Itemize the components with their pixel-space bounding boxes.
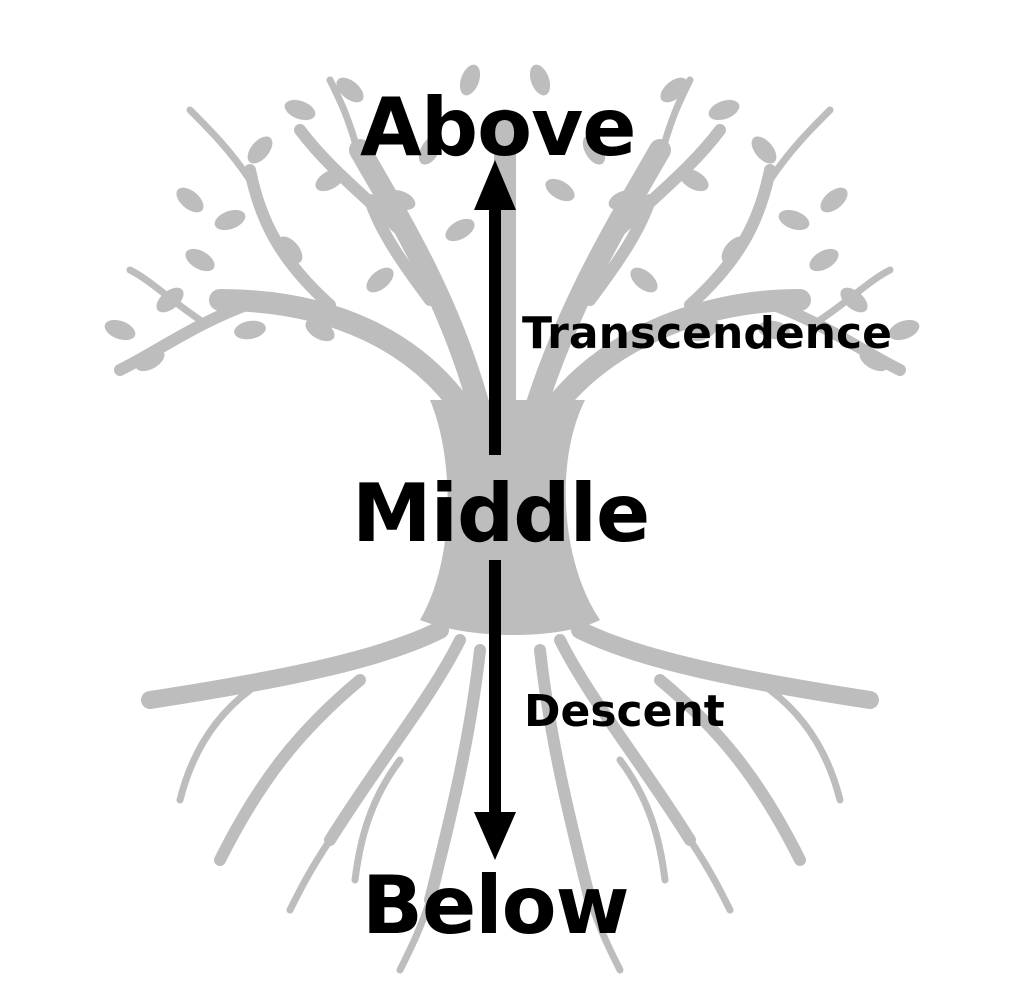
arrow-down xyxy=(474,560,516,860)
arrow-up xyxy=(474,160,516,455)
label-transcendence: Transcendence xyxy=(522,308,892,359)
label-middle: Middle xyxy=(352,467,650,560)
label-descent: Descent xyxy=(524,686,725,737)
label-above: Above xyxy=(360,81,637,174)
label-below: Below xyxy=(362,859,630,952)
